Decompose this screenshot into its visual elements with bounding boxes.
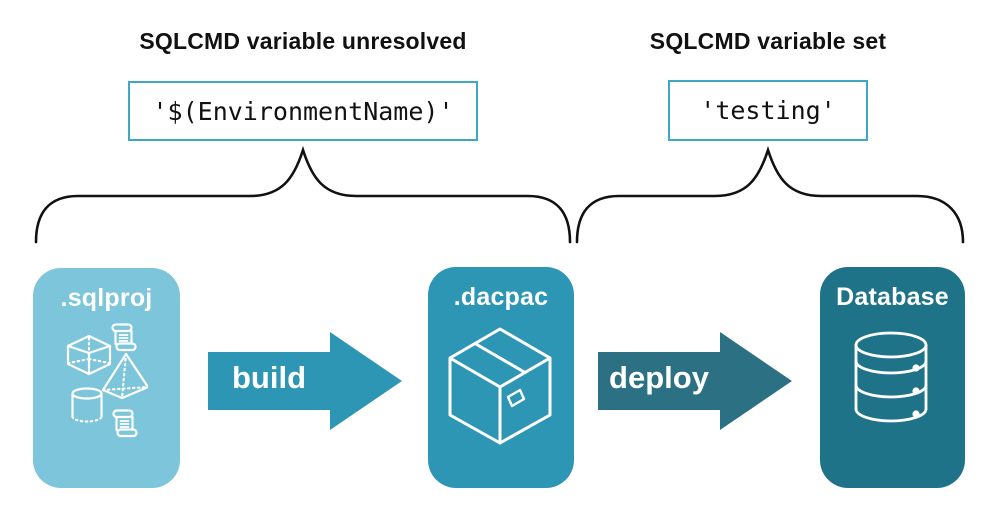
node-database-label: Database [836,283,949,311]
left-brace [34,145,572,244]
cylinder-icon [71,387,103,423]
code-value-unresolved: '$(EnvironmentName)' [152,96,454,126]
pyramid-icon [101,352,148,400]
deploy-arrow [598,332,792,430]
build-arrow [208,332,402,430]
cube-icon [66,334,112,376]
script-scroll-icon [112,409,138,438]
package-icon [448,327,552,445]
code-value-set: 'testing' [700,96,836,125]
sql-objects-icons [66,323,148,438]
node-sqlproj-label: .sqlproj [60,284,153,312]
deploy-arrow-label: deploy [609,360,709,395]
script-scroll-icon [111,323,137,352]
code-box-environment-name: '$(EnvironmentName)' [128,81,478,141]
heading-unresolved: SQLCMD variable unresolved [139,28,467,54]
package-label [506,388,526,408]
build-arrow-label: build [231,360,307,395]
node-database: Database [820,267,965,488]
right-brace [575,145,965,244]
database-icon [854,331,928,423]
node-sqlproj: .sqlproj [33,268,180,488]
code-box-testing: 'testing' [668,80,868,141]
heading-set: SQLCMD variable set [649,28,887,54]
node-dacpac-label: .dacpac [453,283,549,311]
